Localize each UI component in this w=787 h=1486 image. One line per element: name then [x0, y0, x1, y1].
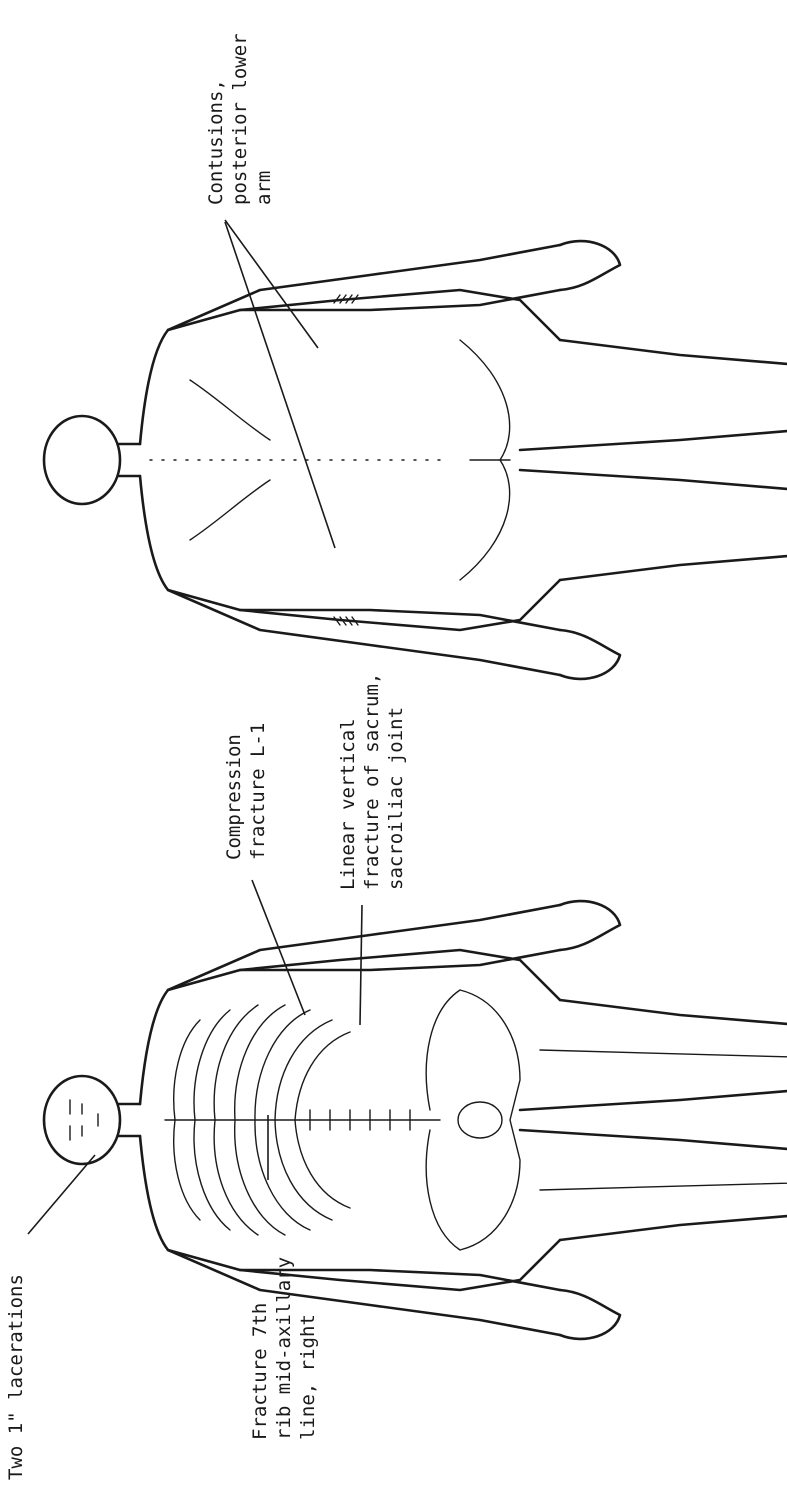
leader-sacrum [360, 905, 362, 1025]
label-rib-fracture: Fracture 7th rib mid-axillary line, righ… [249, 1257, 319, 1440]
label-contusions: Contusions, posterior lower arm [205, 33, 275, 205]
posterior-left-leg [520, 340, 787, 450]
label-sacrum-line-1: Linear vertical [337, 718, 359, 890]
label-rib-fracture-line-2: rib mid-axillary [273, 1257, 295, 1440]
anterior-neck [118, 1104, 140, 1136]
posterior-head [44, 416, 120, 504]
leader-lacerations [28, 1155, 95, 1234]
anterior-right-arm [168, 1250, 560, 1335]
posterior-neck [118, 444, 140, 476]
label-contusions-line-2: posterior lower [229, 33, 251, 205]
anterior-right-leg [520, 1130, 787, 1240]
anterior-figure [44, 901, 787, 1339]
label-compression-line-1: Compression [223, 734, 245, 860]
sacrum [458, 1102, 502, 1138]
label-compression-line-2: fracture L-1 [247, 723, 269, 860]
anterior-left-arm [168, 905, 560, 990]
posterior-right-arm [168, 590, 560, 675]
label-compression: Compression fracture L-1 [223, 723, 269, 860]
label-lacerations-line-1: Two 1" lacerations [5, 1274, 27, 1480]
posterior-right-hand [560, 630, 620, 679]
face-features [70, 1100, 98, 1140]
label-lacerations: Two 1" lacerations [5, 1274, 27, 1480]
posterior-figure [44, 241, 787, 679]
label-rib-fracture-line-3: line, right [297, 1314, 319, 1440]
label-contusions-line-3: arm [253, 171, 275, 205]
anterior-left-leg [520, 1000, 787, 1110]
label-sacrum: Linear vertical fracture of sacrum, sacr… [337, 673, 407, 890]
femur-tibia [540, 1050, 787, 1190]
label-sacrum-line-2: fracture of sacrum, [361, 673, 383, 890]
posterior-right-leg [520, 470, 787, 580]
buttocks [460, 340, 510, 580]
posterior-left-hand [560, 241, 620, 290]
posterior-left-arm [168, 245, 560, 330]
label-contusions-line-1: Contusions, [205, 79, 227, 205]
leader-compression [252, 880, 305, 1015]
label-sacrum-line-3: sacroiliac joint [385, 707, 407, 890]
anterior-left-hand [560, 901, 620, 950]
leader-contusions-2 [225, 222, 335, 548]
anterior-head [44, 1076, 120, 1164]
anterior-right-hand [560, 1290, 620, 1339]
label-rib-fracture-line-1: Fracture 7th [249, 1303, 271, 1440]
